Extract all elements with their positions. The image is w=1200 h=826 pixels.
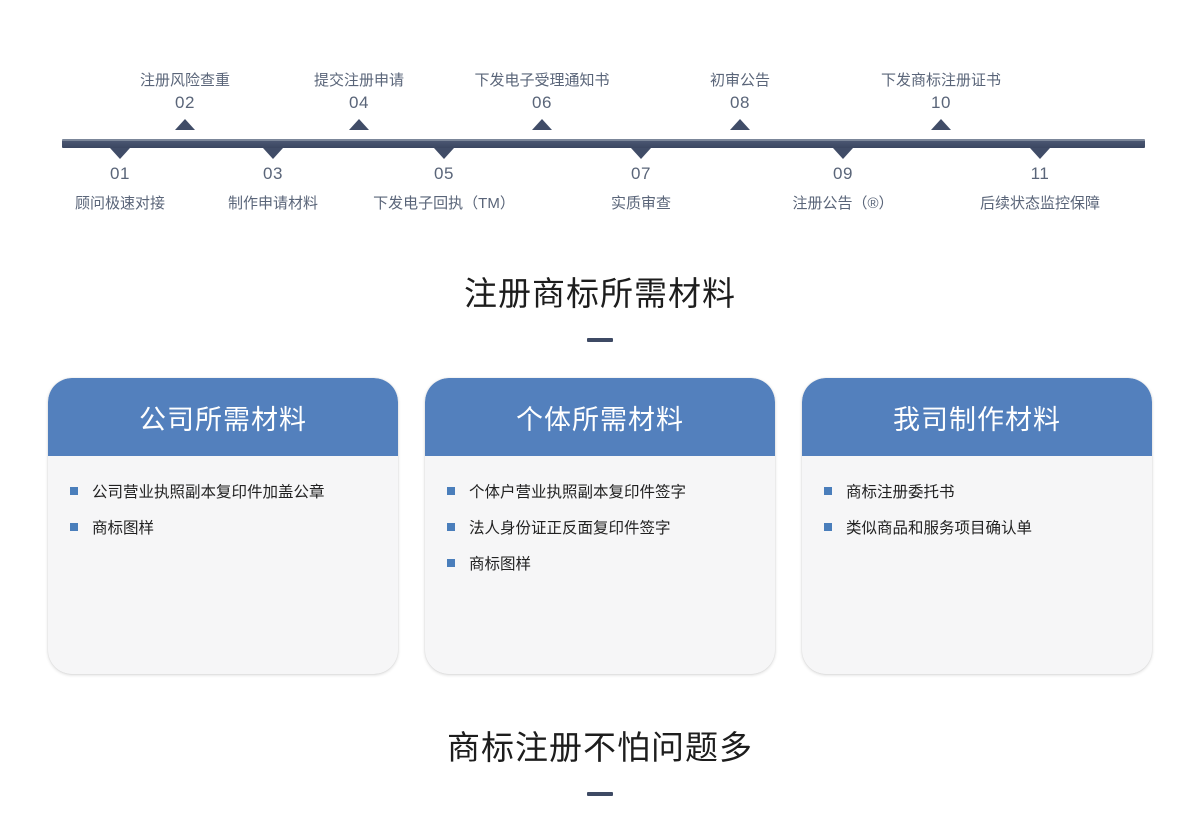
material-card-title: 个体所需材料 xyxy=(516,404,684,435)
triangle-up-icon xyxy=(349,119,369,130)
material-card-body: 个体户营业执照副本复印件签字法人身份证正反面复印件签字商标图样 xyxy=(425,456,775,674)
timeline-node-number: 08 xyxy=(730,93,750,112)
timeline-node-number: 03 xyxy=(263,164,283,183)
material-list-item-label: 法人身份证正反面复印件签字 xyxy=(469,520,671,537)
timeline-node-label: 制作申请材料 xyxy=(227,195,318,212)
square-bullet-icon xyxy=(824,523,832,531)
timeline-node-label: 初审公告 xyxy=(709,72,770,89)
material-list-item-label: 商标图样 xyxy=(469,556,532,573)
material-card-header: 公司所需材料 xyxy=(48,378,398,456)
materials-heading-block: 注册商标所需材料 xyxy=(0,272,1200,342)
square-bullet-icon xyxy=(447,487,455,495)
triangle-down-icon xyxy=(110,148,130,159)
material-card-body: 商标注册委托书类似商品和服务项目确认单 xyxy=(802,456,1152,674)
square-bullet-icon xyxy=(824,487,832,495)
timeline-node-label: 实质审查 xyxy=(610,195,671,212)
material-list-item-label: 个体户营业执照副本复印件签字 xyxy=(469,484,687,501)
timeline-node-number: 07 xyxy=(631,164,651,183)
triangle-up-icon xyxy=(931,119,951,130)
material-list-item: 法人身份证正反面复印件签字 xyxy=(447,518,753,540)
material-card-title: 我司制作材料 xyxy=(893,404,1061,435)
timeline-node-label: 顾问极速对接 xyxy=(74,195,165,212)
material-list-item-label: 商标图样 xyxy=(92,520,155,537)
timeline-node-09: 09 注册公告（®） xyxy=(743,148,943,214)
timeline-node-02: 注册风险查重 02 xyxy=(85,71,285,130)
material-list: 公司营业执照副本复印件加盖公章商标图样 xyxy=(70,482,376,540)
section-divider-dash xyxy=(587,338,613,342)
material-list-item: 公司营业执照副本复印件加盖公章 xyxy=(70,482,376,504)
section-divider-dash xyxy=(587,792,613,796)
timeline-node-number: 05 xyxy=(434,164,454,183)
timeline-node-label: 下发电子回执（TM） xyxy=(373,195,515,212)
material-list-item: 商标图样 xyxy=(70,518,376,540)
material-card: 公司所需材料公司营业执照副本复印件加盖公章商标图样 xyxy=(48,378,398,674)
material-list-item: 类似商品和服务项目确认单 xyxy=(824,518,1130,540)
timeline-axis-bar xyxy=(62,139,1145,148)
timeline-node-04: 提交注册申请 04 xyxy=(259,71,459,130)
timeline-node-05: 05 下发电子回执（TM） xyxy=(344,148,544,214)
timeline-node-number: 11 xyxy=(1030,164,1050,183)
material-list-item-label: 类似商品和服务项目确认单 xyxy=(846,520,1033,537)
material-card-header: 我司制作材料 xyxy=(802,378,1152,456)
triangle-down-icon xyxy=(434,148,454,159)
timeline-node-label: 注册风险查重 xyxy=(139,72,230,89)
timeline-node-label: 注册公告（®） xyxy=(792,195,894,212)
triangle-up-icon xyxy=(532,119,552,130)
material-list-item: 个体户营业执照副本复印件签字 xyxy=(447,482,753,504)
material-card: 个体所需材料个体户营业执照副本复印件签字法人身份证正反面复印件签字商标图样 xyxy=(425,378,775,674)
material-card-body: 公司营业执照副本复印件加盖公章商标图样 xyxy=(48,456,398,674)
materials-card-row: 公司所需材料公司营业执照副本复印件加盖公章商标图样个体所需材料个体户营业执照副本… xyxy=(0,378,1200,674)
timeline-node-label: 下发电子受理通知书 xyxy=(474,72,610,89)
square-bullet-icon xyxy=(70,523,78,531)
timeline-node-08: 初审公告 08 xyxy=(640,71,840,130)
triangle-down-icon xyxy=(1030,148,1050,159)
triangle-down-icon xyxy=(631,148,651,159)
material-card: 我司制作材料商标注册委托书类似商品和服务项目确认单 xyxy=(802,378,1152,674)
material-list-item-label: 商标注册委托书 xyxy=(846,484,955,501)
material-card-header: 个体所需材料 xyxy=(425,378,775,456)
square-bullet-icon xyxy=(447,523,455,531)
registration-timeline: 01 顾问极速对接 注册风险查重 02 03 制作申请材料 提交注册申请 04 05 下发电子回执… xyxy=(0,0,1200,250)
triangle-down-icon xyxy=(263,148,283,159)
square-bullet-icon xyxy=(70,487,78,495)
material-list-item: 商标注册委托书 xyxy=(824,482,1130,504)
timeline-node-label: 提交注册申请 xyxy=(313,72,404,89)
faq-section-title: 商标注册不怕问题多 xyxy=(447,729,753,766)
timeline-node-label: 后续状态监控保障 xyxy=(979,195,1100,212)
timeline-node-number: 04 xyxy=(349,93,369,112)
triangle-up-icon xyxy=(175,119,195,130)
timeline-node-number: 06 xyxy=(532,93,552,112)
material-list-item: 商标图样 xyxy=(447,554,753,576)
square-bullet-icon xyxy=(447,559,455,567)
material-card-title: 公司所需材料 xyxy=(139,404,307,435)
timeline-node-11: 11 后续状态监控保障 xyxy=(940,148,1140,214)
timeline-node-number: 09 xyxy=(833,164,853,183)
materials-section-title: 注册商标所需材料 xyxy=(464,275,736,312)
timeline-node-10: 下发商标注册证书 10 xyxy=(841,71,1041,130)
timeline-node-number: 01 xyxy=(110,164,130,183)
timeline-node-number: 02 xyxy=(175,93,195,112)
material-list: 商标注册委托书类似商品和服务项目确认单 xyxy=(824,482,1130,540)
triangle-down-icon xyxy=(833,148,853,159)
timeline-node-label: 下发商标注册证书 xyxy=(880,72,1001,89)
timeline-node-07: 07 实质审查 xyxy=(541,148,741,214)
timeline-node-01: 01 顾问极速对接 xyxy=(20,148,220,214)
timeline-node-03: 03 制作申请材料 xyxy=(173,148,373,214)
timeline-node-number: 10 xyxy=(931,93,951,112)
material-list-item-label: 公司营业执照副本复印件加盖公章 xyxy=(92,484,325,501)
triangle-up-icon xyxy=(730,119,750,130)
timeline-node-06: 下发电子受理通知书 06 xyxy=(442,71,642,130)
faq-heading-block: 商标注册不怕问题多 xyxy=(0,726,1200,796)
material-list: 个体户营业执照副本复印件签字法人身份证正反面复印件签字商标图样 xyxy=(447,482,753,576)
